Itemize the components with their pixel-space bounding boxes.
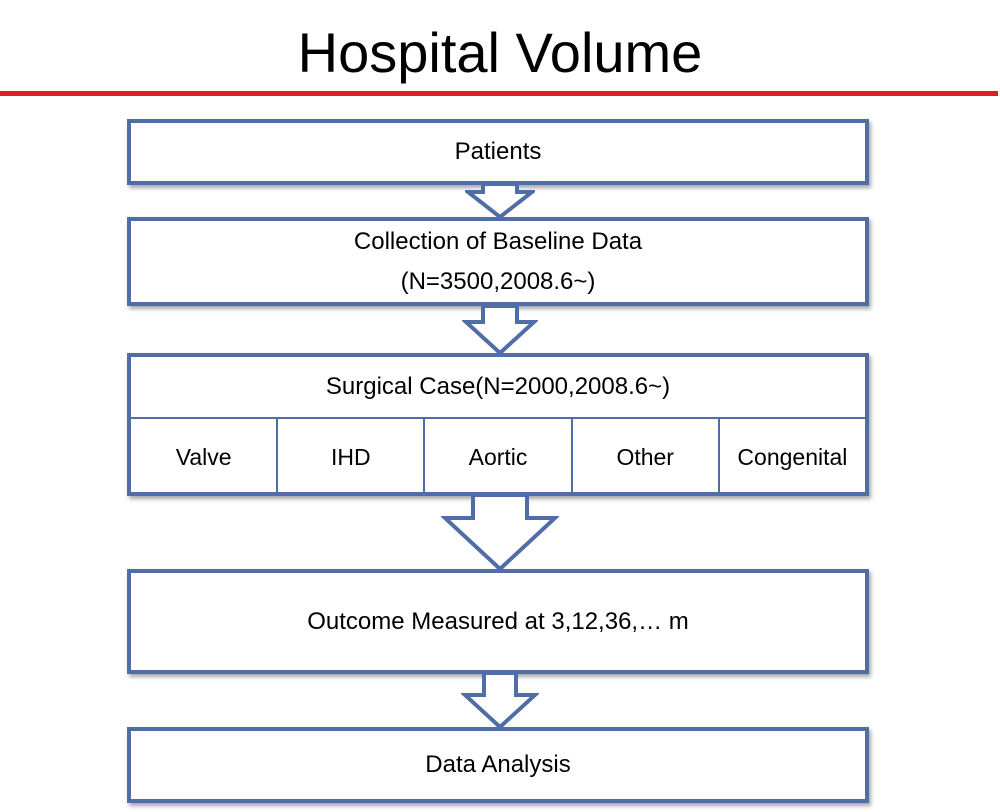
category-ihd: IHD [278, 419, 426, 494]
category-aortic: Aortic [425, 419, 573, 494]
step-baseline-title: Collection of Baseline Data [353, 227, 643, 255]
arrow-down-icon [465, 183, 535, 219]
arrow-down-icon [462, 305, 538, 356]
title-underline [0, 91, 998, 96]
step-patients-label: Patients [454, 138, 542, 165]
category-congenital: Congenital [737, 443, 848, 470]
surgical-categories: Valve IHD Aortic Other Congenital [131, 419, 865, 494]
arrow-down-icon [461, 672, 539, 730]
category-other: Other [573, 419, 720, 494]
step-baseline-data: Collection of Baseline Data (N=3500,2008… [127, 217, 869, 306]
step-patients: Patients [127, 119, 869, 185]
category-valve: Valve [131, 419, 279, 494]
step-data-analysis: Data Analysis [127, 727, 869, 803]
page-title: Hospital Volume [297, 21, 703, 84]
arrow-down-icon [441, 494, 559, 572]
step-baseline-count: (N=3500,2008.6~) [400, 267, 596, 295]
step-outcome-measured: Outcome Measured at 3,12,36,… m [127, 569, 869, 674]
step-surgical-title: Surgical Case(N=2000,2008.6~) [131, 357, 865, 419]
step-surgical-case: Surgical Case(N=2000,2008.6~) Valve IHD … [127, 353, 869, 496]
step-analysis-label: Data Analysis [425, 751, 571, 778]
step-outcome-label: Outcome Measured at 3,12,36,… m [307, 607, 689, 635]
